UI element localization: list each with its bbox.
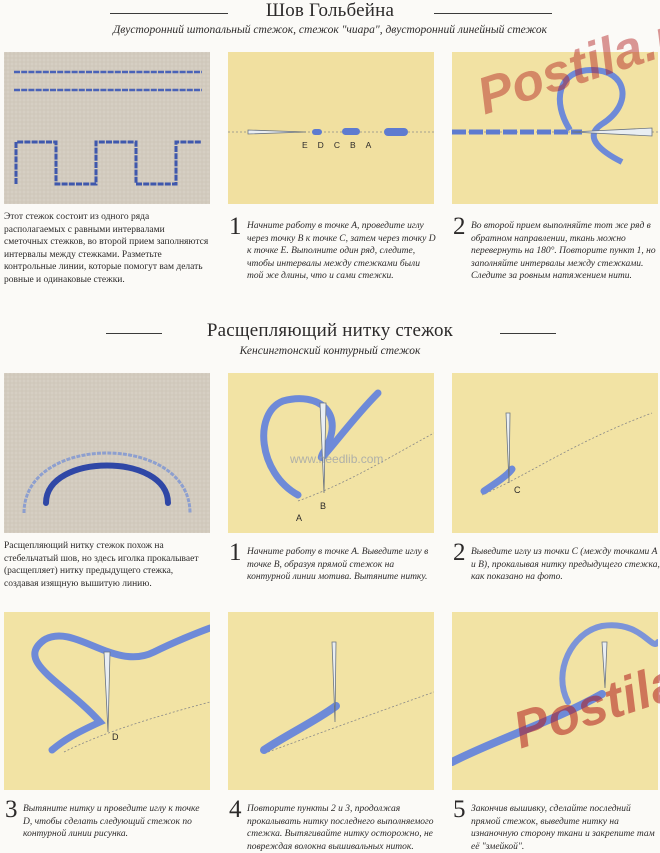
section2-step3-number: 3: [5, 796, 18, 823]
section2-subtitle: Кенсингтонский контурный стежок: [239, 345, 421, 357]
diagram-letters: EDCBA: [302, 140, 382, 150]
section2-step4-text: Повторите пункты 2 и 3, продолжая прокал…: [247, 804, 434, 852]
section2-title: Расщепляющий нитку стежок: [206, 320, 454, 341]
split-step3-photo: D: [4, 612, 210, 790]
section2-step4-number: 4: [229, 796, 242, 823]
section2-step5-text: Закончив вышивку, сделайте последний пря…: [471, 804, 655, 852]
label-a: A: [296, 513, 303, 523]
section2-step1-text: Начните работу в точке A. Выведите иглу …: [247, 547, 429, 583]
title-rule-right: [434, 13, 552, 14]
section2-intro: Расщепляющий нитку стежок похож на стебе…: [4, 541, 199, 589]
section2-step3-text: Вытяните нитку и проведите иглу к точке …: [23, 804, 200, 840]
section1-intro: Этот стежок состоит из одного ряда распо…: [4, 212, 209, 285]
title-rule-left-2: [106, 333, 162, 334]
split-step1-photo: A B: [228, 373, 434, 533]
label-b: B: [320, 501, 327, 511]
section2-step5-number: 5: [453, 796, 466, 823]
title-rule-left: [110, 13, 228, 14]
label-d: D: [112, 732, 119, 742]
holbein-step2-photo: [452, 52, 658, 204]
holbein-sample-photo: [4, 52, 210, 204]
section1-step2-number: 2: [453, 213, 466, 240]
split-stitch-sample-photo: [4, 373, 210, 533]
section1-step1-text: Начните работу в точке A, проведите иглу…: [247, 221, 436, 282]
section2-step2-number: 2: [453, 539, 466, 566]
section1-step2-text: Во второй прием выполняйте тот же ряд в …: [471, 221, 656, 282]
split-step4-photo: [228, 612, 434, 790]
section1-title: Шов Гольбейна: [265, 0, 395, 21]
split-step2-photo: C: [452, 373, 658, 533]
section2-step2-text: Выведите иглу из точки C (между точками …: [471, 547, 660, 583]
split-step5-photo: [452, 612, 658, 790]
section1-subtitle: Двусторонний штопальный стежок, стежок "…: [112, 24, 548, 36]
section1-step1-number: 1: [229, 213, 242, 240]
label-c: C: [514, 485, 521, 495]
needlib-watermark: www.needlib.com: [290, 452, 384, 466]
section2-step1-number: 1: [229, 539, 242, 566]
title-rule-right-2: [500, 333, 556, 334]
holbein-step1-photo: EDCBA: [228, 52, 434, 204]
